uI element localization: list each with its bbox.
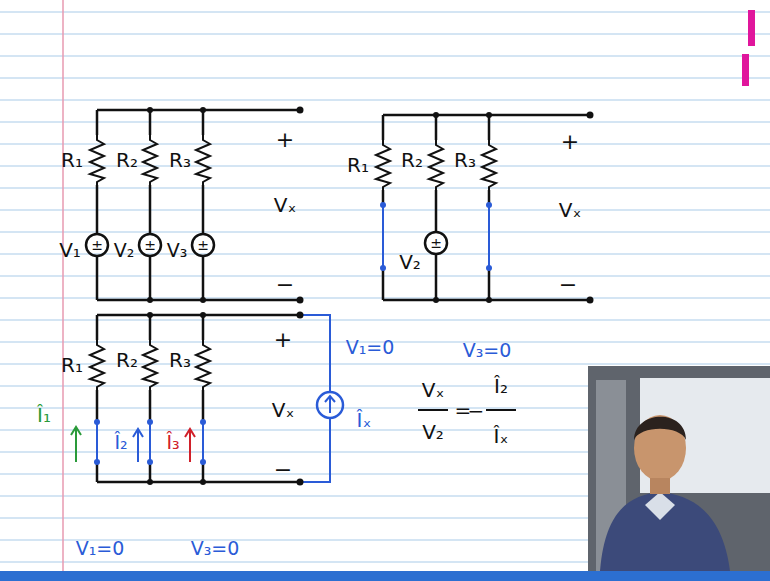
circuit-three [97,315,300,482]
circuit-label: + [276,129,294,151]
circuit-label: + [274,329,292,351]
circuit-label: Vₓ [274,195,297,215]
circuit-one [86,110,300,300]
short-circuit [383,205,489,268]
circuit-label: Vₓ [422,380,445,400]
circuit-label: V₃ [167,241,188,260]
circuit-label: V₃=0 [463,341,512,360]
page-marker [742,54,749,86]
circuit-label: − [559,274,577,296]
circuit-label: V₂ [114,241,135,260]
circuit-label: V₁=0 [76,539,125,558]
junction-dots [147,107,304,304]
circuit-label: Î₃ [166,433,179,452]
taskbar [0,571,770,581]
junction-dots [433,112,594,304]
circuit-label: Vₓ [559,200,582,220]
circuit-label: V₁ [59,240,81,260]
circuit-label: Î₂ [114,433,127,452]
circuit-label: R₂ [401,150,423,170]
circuit-label: V₃=0 [191,539,240,558]
short-dots [380,202,492,271]
circuit-two [383,115,590,300]
circuit-label: R₃ [454,150,476,170]
circuit-label: ± [430,236,442,250]
circuit-label: Vₓ [272,400,295,420]
circuit-label: V₂ [422,422,444,442]
circuit-label: R₁ [61,150,83,170]
current-arrows [71,427,195,462]
short-dots [94,419,206,465]
circuit-label: R₃ [169,350,191,370]
circuit-label: + [561,131,579,153]
circuit-label: R₁ [61,355,83,375]
video-inset [588,366,770,571]
circuit-label: ± [91,238,103,252]
circuit-label: Îₓ [494,426,509,446]
circuit-label: R₂ [116,150,138,170]
short-circuit [97,315,343,482]
circuit-label: V₁=0 [346,338,395,357]
circuit-label: − [274,459,292,481]
circuit-label: Î₂ [494,376,508,396]
ruled-lines [0,12,770,562]
circuit-label: − [468,401,485,421]
circuit-label: V₂ [399,252,421,272]
circuit-label: Îₓ [357,410,372,430]
circuit-label: Î₁ [37,405,51,425]
junction-dots [147,312,304,486]
circuit-label: R₁ [347,155,369,175]
circuit-label: ± [144,238,156,252]
page-marker [748,10,755,46]
margin-line [62,0,64,571]
circuit-label: − [276,274,294,296]
circuit-label: R₃ [169,150,191,170]
circuit-label: ± [197,238,209,252]
circuit-label: R₂ [116,350,138,370]
